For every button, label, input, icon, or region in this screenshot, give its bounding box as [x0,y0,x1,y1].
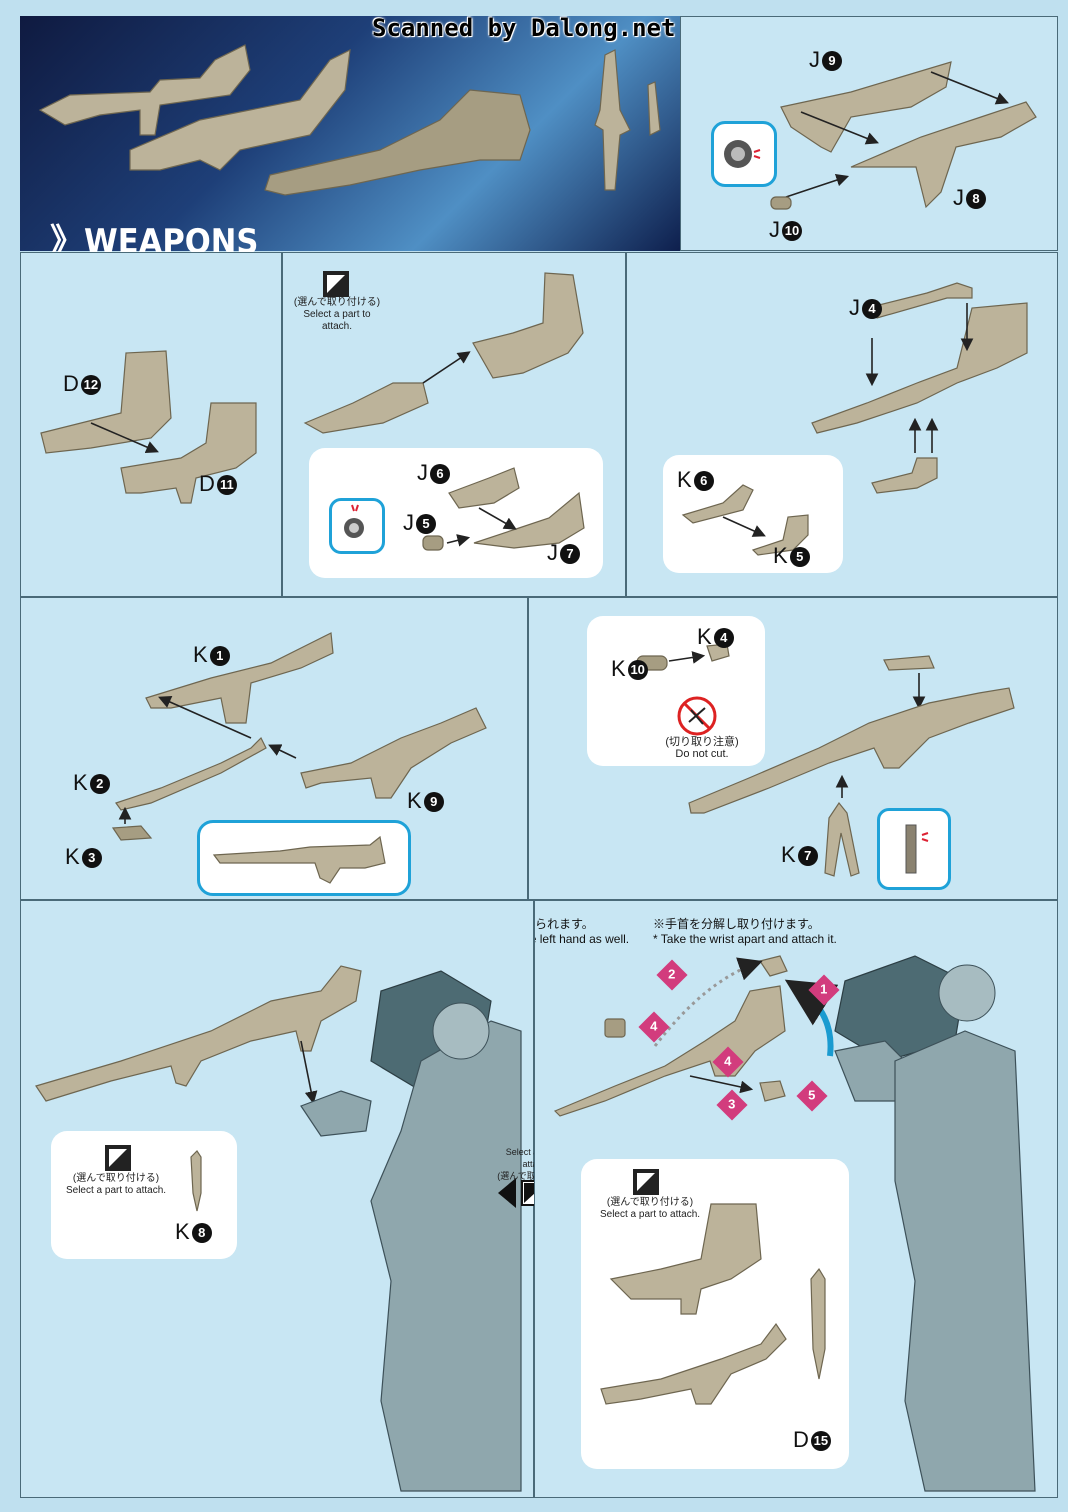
barrel-detail-diagram [212,835,386,884]
right-hand-attach-illustration [35,965,522,1492]
note-wrist: ※手首を分解し取り付けます。* Take the wrist apart and… [653,917,837,946]
cut-warning: (切り取り注意)Do not cut. [665,736,739,760]
select-part-icon [105,1145,131,1171]
d12-d11-diagram [40,350,257,504]
j-detail-diagram [422,467,585,551]
select-part-icon [323,271,349,297]
detail-callout-j10 [711,121,777,187]
select-note-top: (選んで取り付ける)Select a part to attach. [293,297,381,332]
bipod-detail-callout [877,808,951,890]
k8-knife-icon [190,1150,202,1212]
select-part-icon [633,1169,659,1195]
note-left-hand: ※左手にも持たせられます。* Attachable to the left ha… [535,917,630,946]
select-note-k8: (選んで取り付ける)Select a part to attach. [65,1173,167,1196]
bipod-detail-icon [905,824,929,874]
j4-k-assembly-diagram [811,282,1028,494]
sniper-final-diagram [688,655,1015,877]
scope-detail-diagram [636,643,730,736]
select-note-options: (選んで取り付ける)Select a part to attach. [599,1197,701,1220]
rifle-assembly-diagram [770,61,1037,210]
weapons-lineup-illustration [38,44,661,196]
barrel-detail-callout [197,820,411,896]
left-hand-attach-illustration [553,955,1036,1492]
k6-k5-detail-diagram [681,484,809,556]
scan-watermark: Scanned by Dalong.net [372,14,676,42]
weapons-hero-banner: 》WEAPONS [20,16,680,262]
sniper-assembly-diagram [111,632,487,841]
weapon-options-diagram [600,1203,826,1405]
j-assembly-diagram [303,272,584,434]
j10-detail-icon [724,140,761,168]
j5-detail [329,498,385,554]
panel-attach-left-hand: ※左手にも持たせられます。* Attachable to the left ha… [534,900,1058,1498]
j5-detail-icon [344,504,364,538]
